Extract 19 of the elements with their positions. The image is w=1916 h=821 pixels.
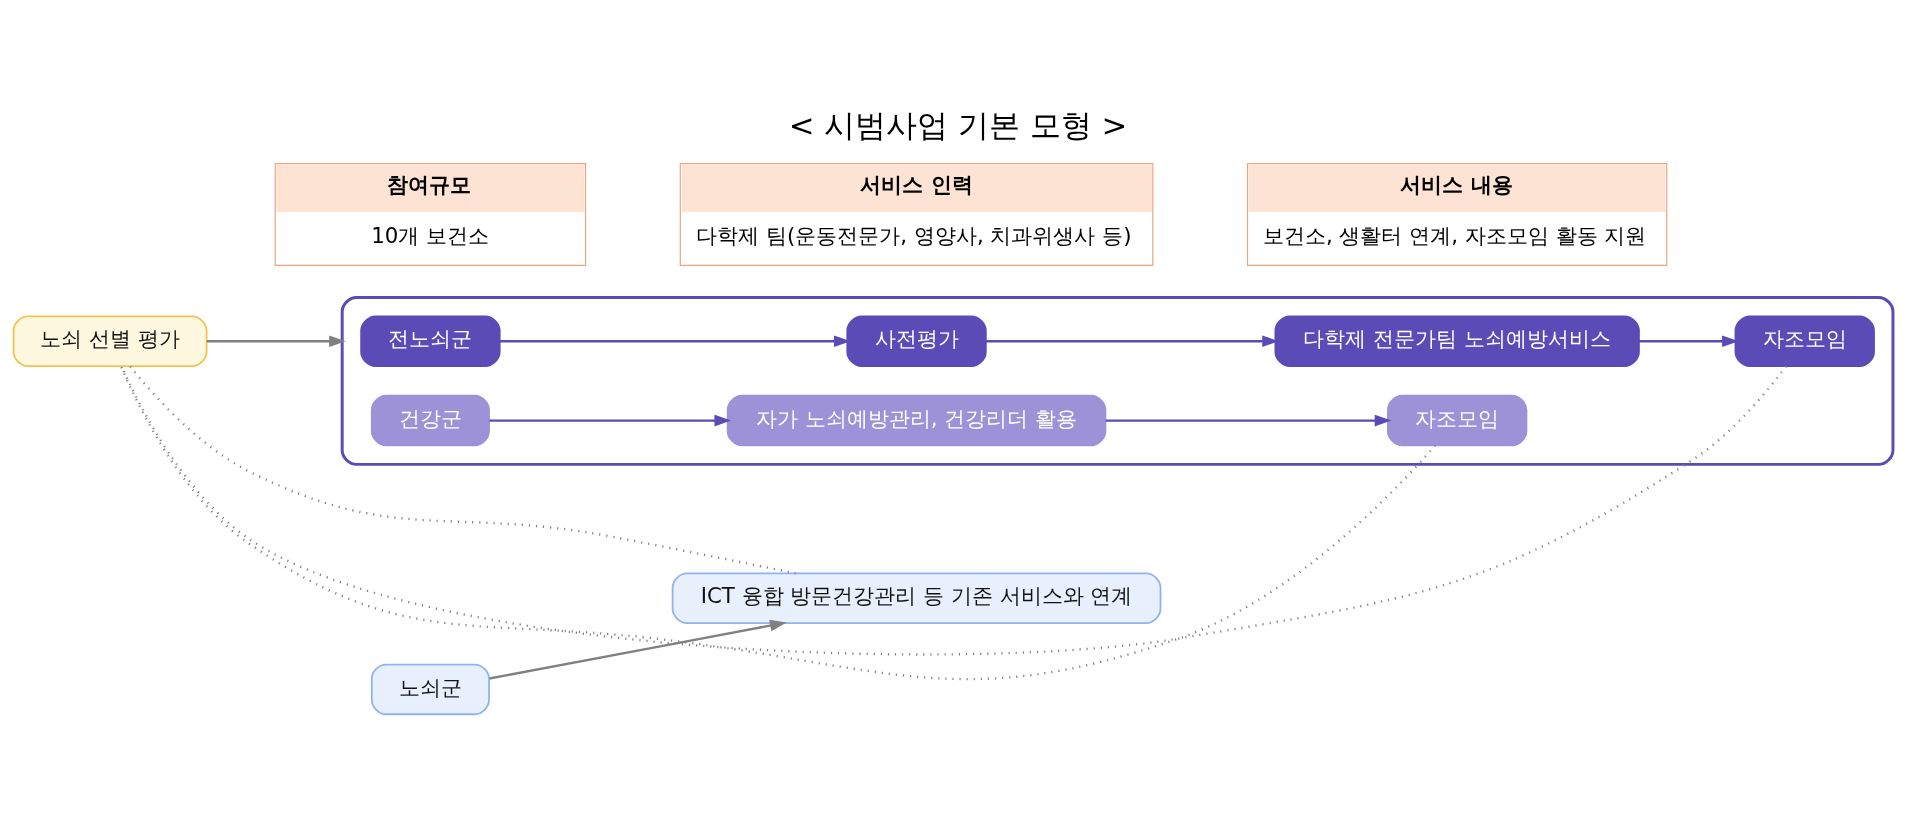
node-box: 노쇠군	[370, 663, 490, 716]
node-box: 자조모임	[1387, 394, 1528, 447]
arrow	[489, 619, 787, 680]
cluster	[340, 295, 1895, 466]
node-box: 자조모임	[1734, 315, 1875, 367]
connector	[129, 365, 796, 575]
connector	[119, 365, 1437, 681]
diagram-title: < 시범사업 기본 모형 >	[788, 107, 1128, 144]
node-box: 건강군	[370, 394, 490, 447]
node-box: 노쇠 선별 평가	[12, 315, 208, 367]
arrow	[206, 335, 346, 348]
node-box: 사전평가	[846, 315, 987, 367]
connector	[120, 365, 1787, 656]
node-box: 자가 노쇠예방관리, 건강리더 활용	[726, 394, 1107, 447]
arrow	[1105, 414, 1392, 427]
node-box: 전노쇠군	[360, 315, 501, 367]
node-box: ICT 융합 방문건강관리 등 기존 서비스와 연계	[671, 572, 1162, 624]
node-box: 다학제 전문가팀 노쇠예방서비스	[1274, 315, 1640, 367]
arrow	[489, 414, 732, 427]
